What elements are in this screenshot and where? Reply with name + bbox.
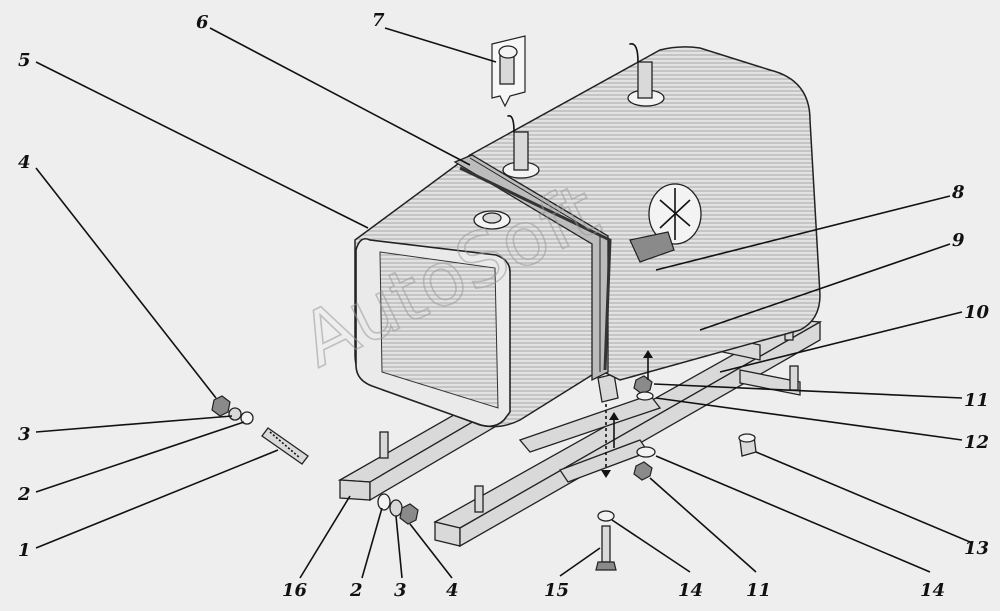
callout-11-bottom: 11 — [746, 580, 771, 601]
leader-lines — [35, 27, 971, 579]
bushing-13 — [738, 433, 757, 457]
washer-bottom-3 — [389, 499, 403, 517]
washer-12 — [636, 391, 654, 401]
assembly-arrows — [601, 350, 653, 478]
callout-labels: 4 3 2 1 5 6 7 8 9 10 11 12 13 14 11 14 1… — [17, 10, 990, 601]
callout-8: 8 — [951, 182, 965, 203]
callout-5: 5 — [18, 50, 31, 71]
washer-left-2 — [240, 411, 254, 425]
callout-6: 6 — [196, 12, 209, 33]
washer-14-top — [636, 446, 656, 458]
callout-13: 13 — [964, 538, 989, 559]
callout-4-bottom: 4 — [446, 580, 459, 601]
nut-bottom-4 — [399, 503, 419, 525]
nut-left-4 — [211, 395, 231, 417]
nut-11-bottom — [633, 461, 653, 481]
washer-left-3 — [228, 407, 242, 421]
tank-strap — [459, 166, 612, 371]
bolt-15 — [595, 525, 617, 571]
callout-10: 10 — [964, 302, 990, 323]
callout-11-right: 11 — [964, 390, 989, 411]
callout-12: 12 — [964, 432, 989, 453]
callout-3-left: 3 — [18, 424, 31, 445]
callout-2-left: 2 — [17, 484, 31, 505]
callout-16: 16 — [282, 580, 308, 601]
callout-1: 1 — [18, 540, 31, 561]
washer-14-bottom — [597, 510, 615, 522]
callout-7: 7 — [372, 10, 385, 31]
callout-14-bottom: 14 — [678, 580, 703, 601]
stud-bolt — [261, 427, 309, 465]
fuel-level-sensor — [629, 183, 702, 263]
inset-detail-7 — [491, 35, 526, 108]
fuel-tank — [354, 43, 821, 428]
callout-9: 9 — [952, 230, 965, 251]
callout-2-bottom: 2 — [349, 580, 363, 601]
callout-15: 15 — [544, 580, 569, 601]
callout-4-left: 4 — [18, 152, 31, 173]
washer-bottom-2 — [377, 493, 391, 511]
callout-3-bottom: 3 — [394, 580, 407, 601]
nut-11-top — [633, 375, 653, 395]
callout-14-right: 14 — [920, 580, 945, 601]
